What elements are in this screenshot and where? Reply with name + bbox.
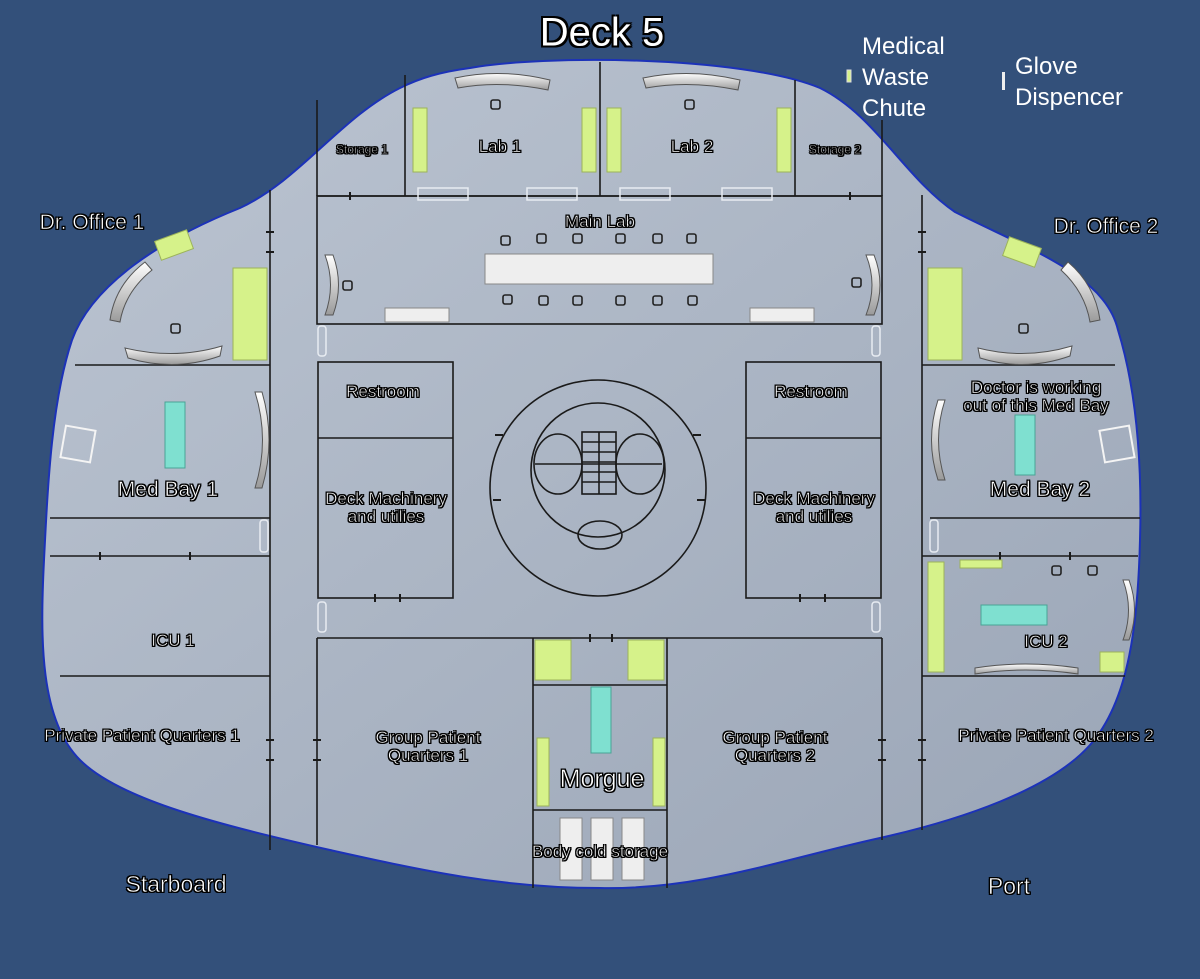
legend-line: Glove bbox=[1015, 53, 1078, 80]
room-icu-2: ICU 2 bbox=[1024, 632, 1068, 652]
room-body-cold-storage: Body cold storage bbox=[531, 842, 669, 862]
room-deck-machinery-right: Deck Machinery and utilies bbox=[753, 490, 875, 526]
room-main-lab: Main Lab bbox=[565, 212, 636, 232]
label-line: Deck Machinery bbox=[753, 489, 875, 509]
label-line: and utilies bbox=[347, 507, 425, 526]
room-private-patient-quarters-2: Private Patient Quarters 2 bbox=[958, 726, 1154, 746]
orientation-starboard: Starboard bbox=[125, 870, 227, 897]
curved-consoles bbox=[109, 73, 1135, 675]
room-med-bay-2: Med Bay 2 bbox=[989, 477, 1091, 501]
room-lab-2: Lab 2 bbox=[670, 137, 714, 157]
room-group-patient-quarters-2: Group Patient Quarters 2 bbox=[722, 728, 828, 765]
hull-outline bbox=[41, 58, 1142, 890]
room-restroom-right: Restroom bbox=[774, 382, 848, 402]
legend-line: Waste bbox=[862, 64, 930, 91]
legend-line: Dispencer bbox=[1015, 84, 1124, 111]
room-morgue: Morgue bbox=[559, 764, 645, 793]
legend-line: Medical bbox=[862, 33, 945, 60]
legend-line: Chute bbox=[862, 95, 927, 122]
label-line: Group Patient bbox=[722, 728, 828, 748]
glove-dispenser-icon bbox=[1002, 72, 1005, 90]
note-line: Doctor is working bbox=[970, 378, 1102, 398]
room-dr-office-1: Dr. Office 1 bbox=[39, 210, 145, 234]
fixtures bbox=[59, 253, 1136, 881]
label-line: Quarters 1 bbox=[387, 746, 469, 765]
room-lab-1: Lab 1 bbox=[478, 137, 522, 157]
room-group-patient-quarters-1: Group Patient Quarters 1 bbox=[375, 728, 481, 765]
room-icu-1: ICU 1 bbox=[151, 631, 195, 651]
door-markers bbox=[99, 192, 1071, 761]
counters bbox=[153, 107, 1125, 807]
legend-medical-waste-chute: Medical Waste Chute bbox=[862, 31, 945, 124]
room-private-patient-quarters-1: Private Patient Quarters 1 bbox=[44, 726, 240, 746]
medbay-2-note: Doctor is working out of this Med Bay bbox=[963, 379, 1109, 415]
label-line: Group Patient bbox=[375, 728, 481, 748]
room-storage-1: Storage 1 bbox=[335, 142, 389, 157]
deck-title: Deck 5 bbox=[539, 10, 665, 55]
room-deck-machinery-left: Deck Machinery and utilies bbox=[325, 490, 447, 526]
medical-waste-chute-icon bbox=[846, 69, 852, 83]
room-restroom-left: Restroom bbox=[346, 382, 420, 402]
room-storage-2: Storage 2 bbox=[808, 142, 862, 157]
chairs bbox=[170, 99, 1098, 576]
interior-walls bbox=[50, 62, 1140, 888]
legend-glove-dispenser: Glove Dispencer bbox=[1015, 51, 1123, 113]
room-med-bay-1: Med Bay 1 bbox=[117, 477, 219, 501]
doorways bbox=[259, 187, 939, 633]
room-dr-office-2: Dr. Office 2 bbox=[1053, 214, 1159, 238]
orientation-port: Port bbox=[987, 872, 1031, 899]
label-line: Deck Machinery bbox=[325, 489, 447, 509]
label-line: Quarters 2 bbox=[734, 746, 816, 765]
label-line: and utilies bbox=[775, 507, 853, 526]
beds bbox=[164, 401, 1048, 754]
note-line: out of this Med Bay bbox=[963, 396, 1109, 415]
